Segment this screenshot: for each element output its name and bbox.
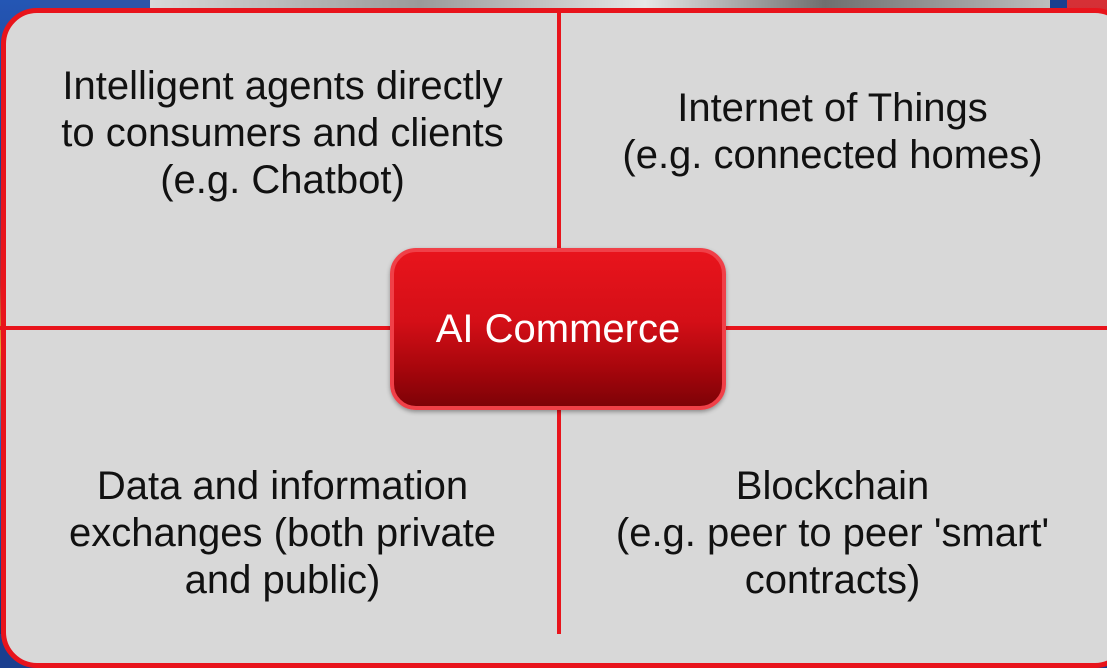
quadrant-text-line: Data and information (96, 463, 469, 508)
quadrant-text-line: Blockchain (735, 463, 930, 508)
quadrant-text-line: (e.g. peer to peer 'smart' (615, 510, 1050, 555)
center-node-label: AI Commerce (435, 306, 681, 351)
quadrant-top-left: Intelligent agents directly to consumers… (10, 48, 555, 218)
quadrant-text-line: (e.g. connected homes) (622, 133, 1043, 177)
quadrant-text-line: to consumers and clients (61, 110, 504, 155)
quadrant-bottom-right: Blockchain (e.g. peer to peer 'smart' co… (565, 448, 1100, 618)
quadrant-text-line: (e.g. Chatbot) (160, 157, 405, 202)
quadrant-text-line: Intelligent agents directly (62, 63, 503, 108)
quadrant-text-line: contracts) (744, 557, 921, 602)
quadrant-top-right: Internet of Things (e.g. connected homes… (565, 72, 1100, 192)
center-node-ai-commerce: AI Commerce (390, 248, 726, 410)
quadrant-text-line: and public) (184, 557, 381, 602)
quadrant-bottom-left: Data and information exchanges (both pri… (10, 448, 555, 618)
quadrant-text-line: exchanges (both private (69, 510, 496, 555)
quadrant-text-line: Internet of Things (677, 86, 988, 130)
